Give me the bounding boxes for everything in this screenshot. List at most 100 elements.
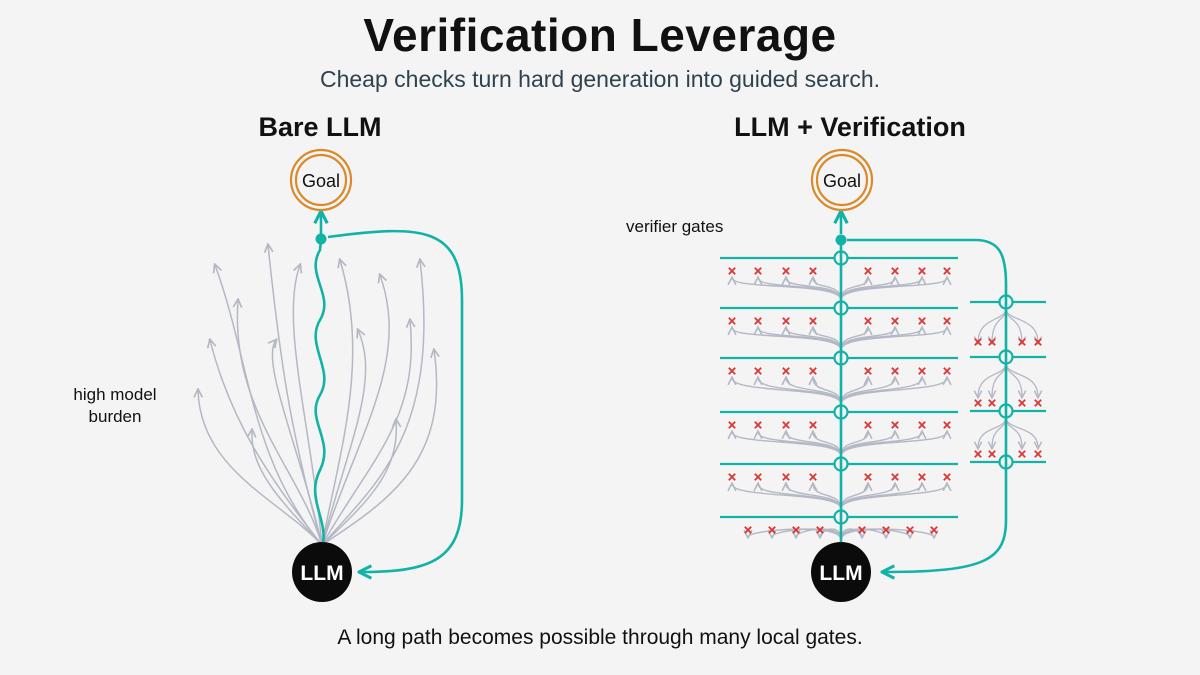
x-icon [930,526,938,534]
branch-arrow [321,260,424,546]
x-icon [754,367,762,375]
x-icon [988,450,996,458]
left-llm-label: LLM [300,562,343,585]
right-goal-node: Goal [810,148,874,212]
x-icon [792,526,800,534]
branch-arrow [321,320,411,546]
x-icon [816,526,824,534]
diagram-caption: A long path becomes possible through man… [337,626,863,649]
page-subtitle: Cheap checks turn hard generation into g… [319,66,881,92]
x-icon [1034,399,1042,407]
x-icon [918,267,926,275]
x-icon [782,367,790,375]
x-icon [728,473,736,481]
x-icon [728,421,736,429]
branch-arrow [840,378,947,405]
x-icon [943,367,951,375]
x-icon [906,526,914,534]
branch-arrow [198,390,323,546]
branch-arrow [321,275,390,546]
branch-arrow [840,432,947,457]
x-icon [728,317,736,325]
x-icon [891,421,899,429]
x-icon [891,473,899,481]
x-icon [918,421,926,429]
right-llm-label: LLM [819,562,862,585]
x-icon [1034,338,1042,346]
x-icon [864,317,872,325]
x-icon [891,317,899,325]
page-title: Verification Leverage [363,9,837,61]
x-icon [988,338,996,346]
x-icon [768,526,776,534]
x-icon [1018,399,1026,407]
x-icon [918,317,926,325]
branch-arrow [210,340,323,546]
right-llm-node: LLM [811,542,871,602]
branch-arrow [732,328,842,351]
x-icon [974,450,982,458]
left-loop-path [327,229,464,572]
x-icon [782,473,790,481]
branch-arrow [215,265,323,546]
x-icon [864,367,872,375]
right-path-dot [835,234,847,246]
branch-arrow [732,378,842,405]
x-icon [1034,450,1042,458]
x-icon [728,367,736,375]
right-panel-title: LLM + Verification [734,112,966,142]
x-icon [782,421,790,429]
branch-arrow [732,432,842,457]
x-icon [891,267,899,275]
verifier-gates-label: verifier gates [626,217,724,236]
left-panel-title: Bare LLM [258,112,382,142]
branch-arrow [732,484,842,510]
x-icon [891,367,899,375]
x-icon [782,267,790,275]
right-loop-path [847,238,1008,572]
x-icon [754,267,762,275]
left-llm-node: LLM [292,542,352,602]
x-icon [988,399,996,407]
x-icon [864,421,872,429]
x-icon [918,367,926,375]
x-icon [943,317,951,325]
x-icon [882,526,890,534]
x-icon [943,473,951,481]
x-icon [1018,450,1026,458]
x-icon [864,267,872,275]
x-icon [943,267,951,275]
left-goal-node: Goal [289,148,353,212]
x-icon [728,267,736,275]
branch-arrow [840,278,947,301]
x-icon [918,473,926,481]
left-path-dot [315,233,327,245]
x-icon [744,526,752,534]
x-icon [864,473,872,481]
branch-arrow [758,432,842,457]
left-goal-label: Goal [302,171,340,191]
x-icon [974,338,982,346]
branch-arrow [252,430,323,546]
branch-arrow [321,420,396,546]
branch-arrow [758,484,842,510]
right-goal-label: Goal [823,171,861,191]
x-icon [858,526,866,534]
branch-arrow [840,484,947,510]
branch-arrow [237,300,323,546]
x-icon [782,317,790,325]
branch-arrow [732,278,842,301]
x-icon [943,421,951,429]
branch-arrow [321,350,437,546]
x-icon [809,473,817,481]
right-gate-grid [720,250,1046,541]
branch-arrow [321,260,354,546]
left-main-path [313,239,326,549]
x-icon [809,421,817,429]
branch-arrow [321,330,367,546]
x-icon [754,473,762,481]
x-icon [1018,338,1026,346]
x-icon [974,399,982,407]
